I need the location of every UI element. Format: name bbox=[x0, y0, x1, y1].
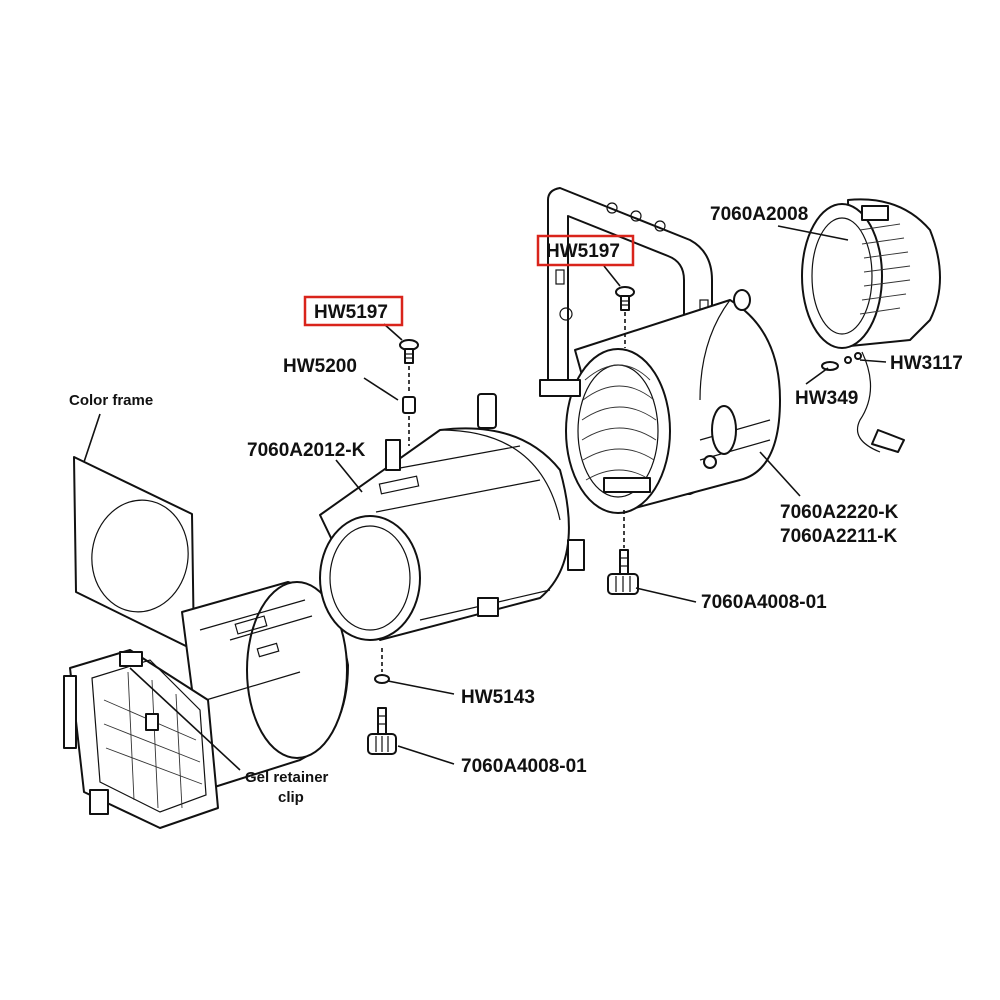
label-hw5197-right: HW5197 bbox=[546, 241, 620, 262]
highlight-box-hw5197-left bbox=[303, 295, 404, 327]
label-gel-retainer-clip-line2: clip bbox=[278, 789, 304, 806]
lamp-cap-2008 bbox=[801, 198, 941, 453]
hw5197-screw-left bbox=[399, 339, 419, 394]
label-7060a2211-k: 7060A2211-K bbox=[780, 526, 898, 547]
label-hw5143: HW5143 bbox=[461, 687, 535, 708]
label-hw5200: HW5200 bbox=[283, 356, 357, 377]
knob-4008-bottom bbox=[367, 707, 397, 755]
label-gel-retainer-clip-line1: Gel retainer bbox=[245, 769, 329, 786]
hw5197-screw-right bbox=[615, 286, 635, 348]
highlight-box-hw5197-right bbox=[536, 234, 635, 267]
hw5143-washer bbox=[374, 648, 390, 684]
gel-frame-holder bbox=[63, 649, 219, 829]
color-frame-part bbox=[73, 456, 195, 651]
label-7060a4008-01-right: 7060A4008-01 bbox=[701, 592, 827, 613]
label-hw5197-left: HW5197 bbox=[314, 302, 388, 323]
hw3117-hw349-hardware bbox=[821, 352, 862, 371]
label-hw3117: HW3117 bbox=[890, 353, 963, 374]
label-color-frame: Color frame bbox=[69, 392, 153, 409]
rear-body-2220k bbox=[539, 289, 781, 514]
hw5200-spacer bbox=[402, 396, 416, 446]
front-lens-tube bbox=[181, 581, 349, 791]
label-7060a2220-k: 7060A2220-K bbox=[780, 502, 899, 523]
label-hw349: HW349 bbox=[795, 388, 858, 409]
label-7060a4008-01-bottom: 7060A4008-01 bbox=[461, 756, 587, 777]
leader-lines bbox=[83, 225, 887, 771]
knob-4008-right bbox=[607, 510, 639, 595]
label-7060a2012-k: 7060A2012-K bbox=[247, 440, 366, 461]
lens-barrel-2012k bbox=[319, 393, 585, 641]
label-7060a2008: 7060A2008 bbox=[710, 204, 808, 225]
